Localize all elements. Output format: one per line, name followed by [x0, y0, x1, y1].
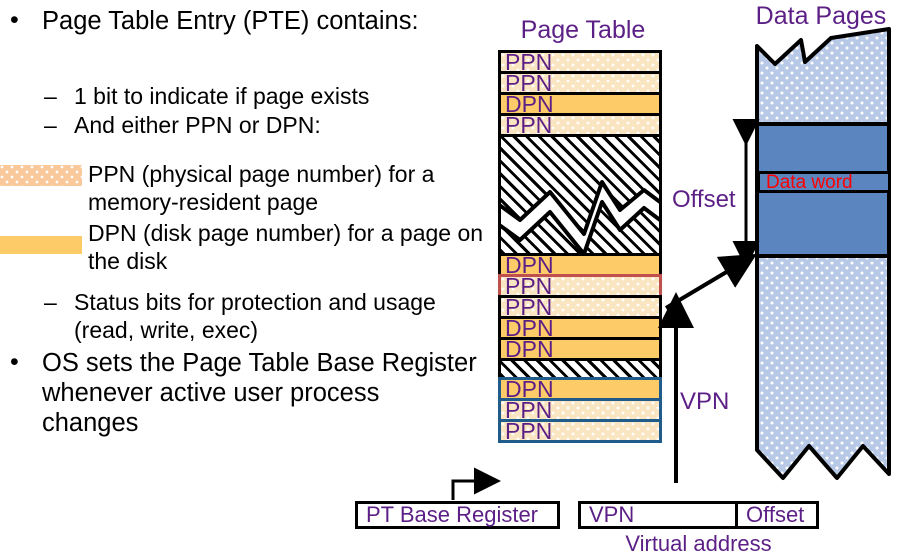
legend-swatch-dpn — [0, 236, 82, 254]
page-table-row-label: DPN — [505, 316, 554, 340]
page-table-row-label: PPN — [505, 274, 553, 298]
bullet-glyph: • — [10, 6, 19, 34]
legend-dpn-text: DPN (disk page number) for a page on the… — [88, 220, 484, 274]
virtual-address-label: Virtual address — [625, 531, 772, 556]
virtual-address-vpn-field[interactable]: VPN — [578, 501, 738, 529]
pt-base-register-label: PT Base Register — [366, 502, 539, 527]
page-table-row-ppn[interactable]: PPN — [498, 71, 662, 95]
pt-base-register-box[interactable]: PT Base Register — [355, 501, 560, 529]
page-table-row-label: DPN — [505, 377, 554, 401]
bullet-os-sets-ptbr-text: OS sets the Page Table Base Register whe… — [42, 349, 477, 437]
bullet-ppn-or-dpn-text: And either PPN or DPN: — [74, 112, 321, 138]
page-table-row-ppn[interactable]: PPN — [498, 419, 662, 443]
vpn-field-label: VPN — [589, 502, 635, 527]
virtual-address-offset-field[interactable]: Offset — [735, 501, 819, 529]
page-table-row-label: PPN — [505, 113, 553, 137]
vpn-label: VPN — [680, 388, 730, 415]
page-table-row-label: DPN — [505, 337, 554, 361]
page-table-row-label: DPN — [505, 92, 554, 116]
ppn-to-datapage-arrow — [664, 253, 757, 310]
dash-glyph: – — [44, 289, 57, 315]
page-table-row-label: PPN — [505, 419, 553, 443]
legend-ppn-text: PPN (physical page number) for a memory-… — [88, 161, 435, 215]
page-table-row-label: PPN — [505, 50, 553, 74]
page-table-row-label: PPN — [505, 71, 553, 95]
dash-glyph: – — [44, 83, 57, 109]
page-table-row-ppn-selected[interactable]: PPN — [498, 274, 662, 298]
bullet-os-sets-ptbr: • OS sets the Page Table Base Register w… — [10, 348, 480, 438]
data-word-cell: Data word — [757, 171, 891, 193]
bullet-ppn-or-dpn: – And either PPN or DPN: — [44, 111, 484, 139]
bullet-pte-contains-text: Page Table Entry (PTE) contains: — [42, 7, 419, 35]
data-pages-shape — [755, 27, 891, 480]
offset-label: Offset — [672, 186, 736, 213]
dash-glyph: – — [44, 112, 57, 138]
bullet-glyph: • — [10, 348, 19, 376]
bullet-pte-contains: • Page Table Entry (PTE) contains: — [10, 6, 480, 36]
bullet-one-bit-text: 1 bit to indicate if page exists — [74, 83, 370, 109]
page-table-row-label: PPN — [505, 398, 553, 422]
data-pages-title: Data Pages — [755, 2, 887, 30]
bullet-status-bits: – Status bits for protection and usage (… — [44, 288, 484, 344]
data-word-label: Data word — [766, 171, 853, 193]
page-table-row-label: DPN — [505, 253, 554, 277]
ptbr-to-table-arrow — [451, 467, 501, 500]
bullet-one-bit: – 1 bit to indicate if page exists — [44, 82, 484, 110]
offset-field-label: Offset — [746, 502, 805, 527]
page-table-row-ppn[interactable]: PPN — [498, 398, 662, 422]
page-table-row-label: PPN — [505, 295, 553, 319]
page-table-row-ppn[interactable]: PPN — [498, 295, 662, 319]
data-pages-diagram: Data word — [745, 26, 900, 496]
legend-swatch-ppn — [0, 165, 82, 186]
bullet-status-bits-text: Status bits for protection and usage (re… — [74, 289, 436, 343]
page-table-title: Page Table — [520, 16, 646, 44]
bullet-list: • Page Table Entry (PTE) contains: – 1 b… — [0, 0, 492, 460]
page-table-break-region — [498, 134, 662, 256]
